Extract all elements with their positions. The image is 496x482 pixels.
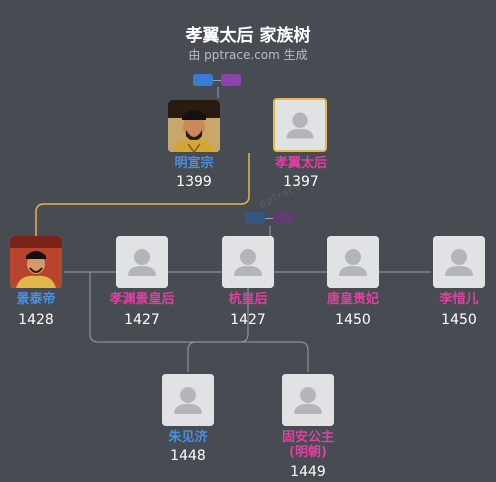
female-branch-toggle[interactable] xyxy=(221,74,241,86)
person-silhouette-icon xyxy=(433,236,485,288)
birth-year: 1428 xyxy=(18,312,54,328)
avatar-placeholder xyxy=(116,236,168,288)
male-branch-toggle[interactable] xyxy=(193,74,213,86)
person-name: 杭皇后 xyxy=(228,292,268,307)
avatar-placeholder xyxy=(273,98,327,152)
avatar-placeholder xyxy=(282,374,334,426)
person-name: 固安公主 (明朝) xyxy=(281,430,334,460)
avatar-placeholder xyxy=(327,236,379,288)
birth-year: 1450 xyxy=(441,312,477,328)
avatar-placeholder xyxy=(433,236,485,288)
male-branch-toggle[interactable] xyxy=(245,212,265,224)
person-name: 景泰帝 xyxy=(16,292,56,307)
birth-year: 1427 xyxy=(124,312,160,328)
person-name: 唐皇贵妃 xyxy=(326,292,379,307)
avatar-placeholder xyxy=(162,374,214,426)
birth-year: 1399 xyxy=(176,174,212,190)
person-silhouette-icon xyxy=(282,374,334,426)
person-silhouette-icon xyxy=(327,236,379,288)
avatar-placeholder xyxy=(222,236,274,288)
expand-toggle-icon[interactable] xyxy=(245,212,295,226)
person-silhouette-icon xyxy=(275,100,325,150)
portrait-image xyxy=(168,100,220,152)
expand-toggle-icon[interactable] xyxy=(193,74,243,88)
person-name: 孝翼太后 xyxy=(274,156,327,171)
person-silhouette-icon xyxy=(116,236,168,288)
page-subtitle: 由 pptrace.com 生成 xyxy=(188,48,308,62)
page-title: 孝翼太后 家族树 xyxy=(185,26,311,46)
person-name: 孝渊景皇后 xyxy=(109,292,175,307)
birth-year: 1427 xyxy=(230,312,266,328)
person-name: 朱见济 xyxy=(168,430,208,445)
person-name: 李惜儿 xyxy=(439,292,479,307)
person-silhouette-icon xyxy=(222,236,274,288)
person-silhouette-icon xyxy=(162,374,214,426)
female-branch-toggle[interactable] xyxy=(273,212,293,224)
birth-year: 1397 xyxy=(283,174,319,190)
birth-year: 1448 xyxy=(170,448,206,464)
birth-year: 1449 xyxy=(290,464,326,480)
portrait-image xyxy=(10,236,62,288)
person-name: 明宣宗 xyxy=(174,156,214,171)
birth-year: 1450 xyxy=(335,312,371,328)
